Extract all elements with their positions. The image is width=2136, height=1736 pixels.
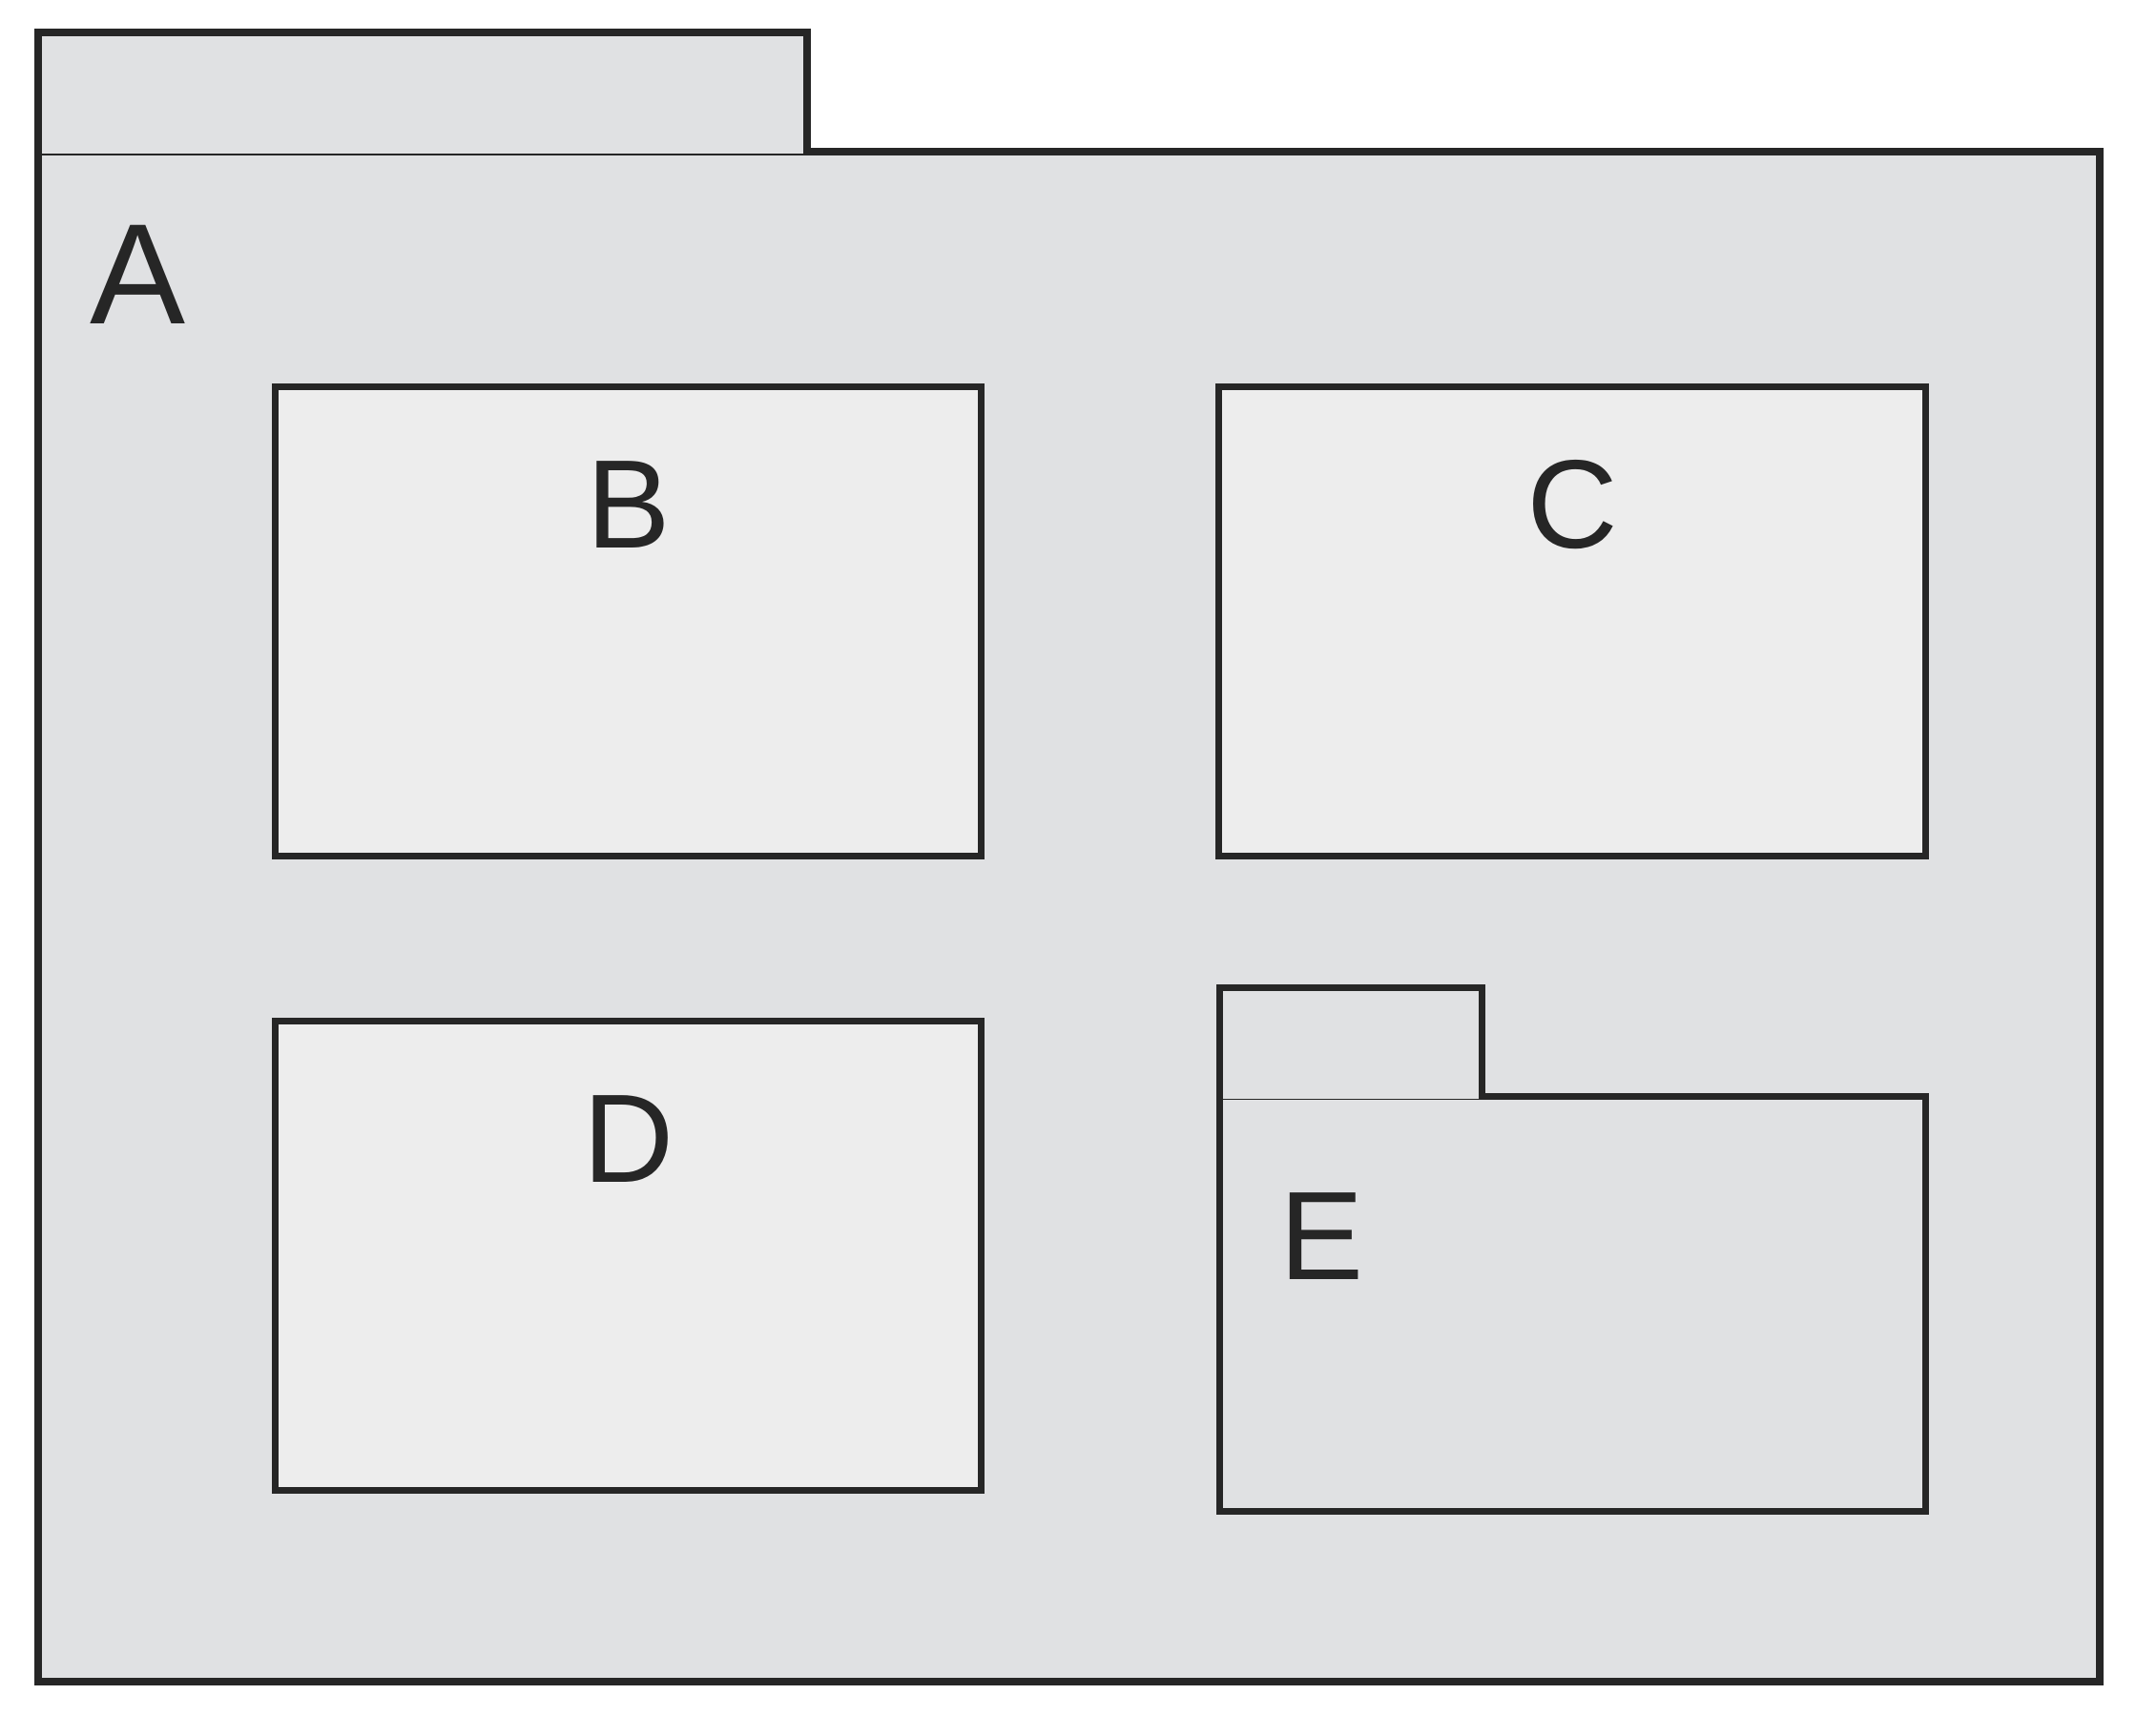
box-b-label: B xyxy=(586,434,671,574)
box-d-label: D xyxy=(582,1068,674,1209)
folder-a-label: A xyxy=(90,194,186,354)
folder-e[interactable]: E xyxy=(1216,984,1929,1515)
box-d[interactable]: D xyxy=(272,1018,985,1494)
box-b[interactable]: B xyxy=(272,383,985,859)
folder-e-label: E xyxy=(1279,1166,1364,1306)
folder-a[interactable]: A B C D E xyxy=(34,29,2104,1685)
box-c-label: C xyxy=(1526,434,1618,574)
box-c[interactable]: C xyxy=(1215,383,1929,859)
folder-e-tab[interactable] xyxy=(1216,984,1485,1099)
folder-a-tab[interactable] xyxy=(34,29,811,154)
folder-e-body[interactable] xyxy=(1216,1093,1929,1515)
